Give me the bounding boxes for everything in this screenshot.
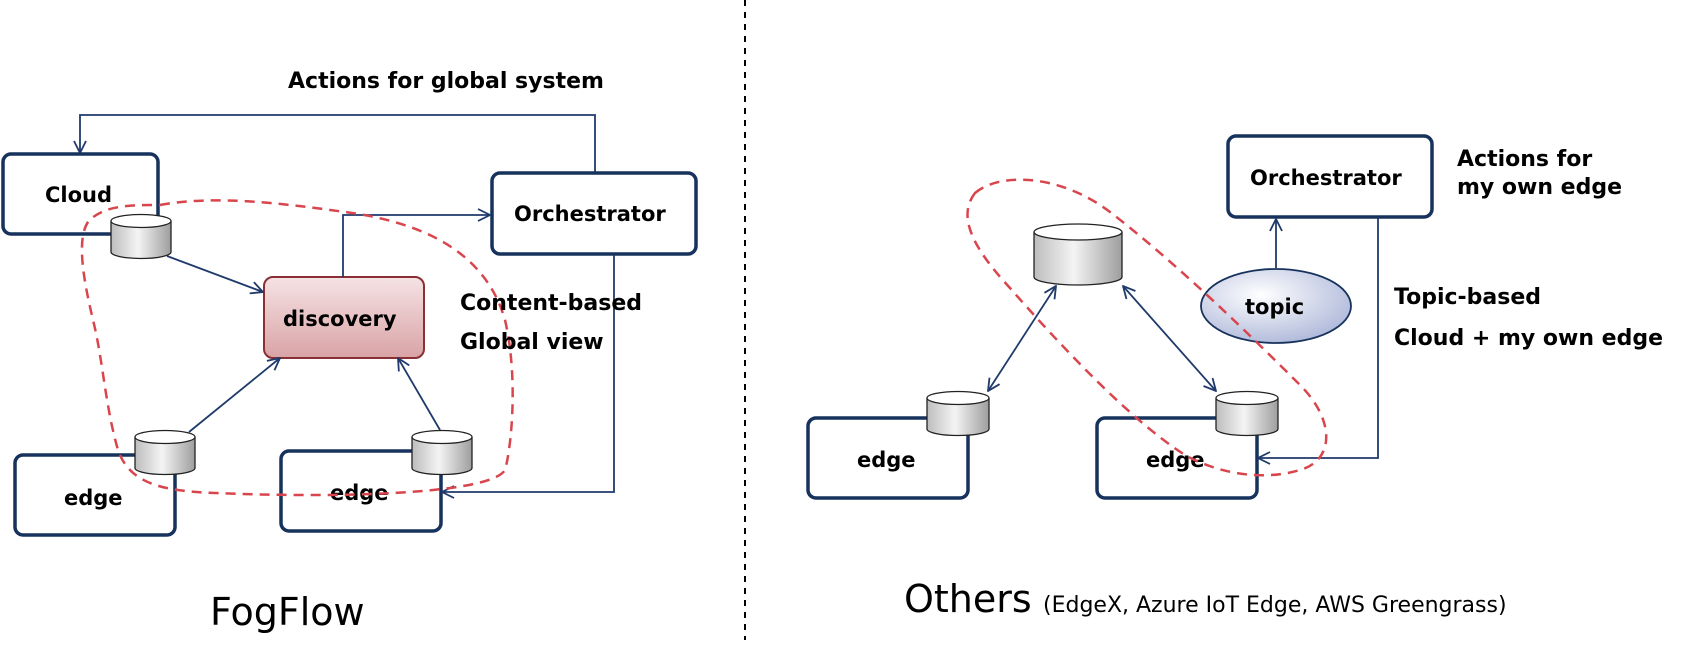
fogflow-caption: FogFlow bbox=[210, 590, 365, 634]
actions-own-edge-line1: Actions for bbox=[1457, 147, 1592, 172]
arrow-orchestrator-to-edge bbox=[442, 255, 615, 492]
arrow-cloud-db-edge-right bbox=[1123, 286, 1216, 391]
database-icon bbox=[1215, 390, 1279, 437]
cloud-node: Cloud bbox=[1, 152, 160, 236]
orchestrator-label: Orchestrator bbox=[514, 202, 666, 226]
discovery-node: discovery bbox=[263, 276, 425, 359]
orchestrator-node-others: Orchestrator bbox=[1226, 134, 1434, 219]
arrow-edge-left-db-to-discovery bbox=[188, 358, 280, 433]
arrow-edge-right-db-to-discovery bbox=[398, 358, 441, 431]
edge-others-left-label: edge bbox=[857, 448, 916, 472]
arrow-discovery-to-orchestrator bbox=[342, 215, 490, 277]
cloud-own-edge-label: Cloud + my own edge bbox=[1394, 326, 1663, 351]
arrow-orchestrator-to-cloud bbox=[80, 114, 596, 172]
others-caption-detail: (EdgeX, Azure IoT Edge, AWS Greengrass) bbox=[1043, 593, 1507, 618]
global-view-label: Global view bbox=[460, 330, 604, 355]
edge-node-others-left: edge bbox=[806, 416, 970, 500]
database-icon bbox=[926, 390, 990, 437]
topic-based-label: Topic-based bbox=[1394, 285, 1541, 310]
database-icon bbox=[134, 429, 196, 476]
actions-own-edge-line2: my own edge bbox=[1457, 175, 1622, 200]
orchestrator-label-others: Orchestrator bbox=[1250, 166, 1402, 190]
content-scope-lasso bbox=[80, 199, 514, 497]
cloud-label: Cloud bbox=[45, 183, 112, 207]
others-panel: Orchestrator Actions for my own edge top… bbox=[806, 134, 1663, 621]
database-icon bbox=[1033, 223, 1123, 286]
topic-label: topic bbox=[1245, 295, 1304, 319]
global-actions-label: Actions for global system bbox=[288, 69, 604, 94]
database-icon bbox=[110, 213, 172, 260]
arrow-cloud-db-to-discovery bbox=[166, 255, 263, 292]
orchestrator-node: Orchestrator bbox=[490, 171, 698, 256]
arrow-cloud-db-edge-left bbox=[988, 286, 1056, 391]
database-icon bbox=[411, 429, 473, 476]
arrow-orchestrator-to-edge-others bbox=[1258, 218, 1379, 458]
fogflow-panel: Actions for global system Cloud Orchestr… bbox=[1, 69, 698, 634]
content-based-label: Content-based bbox=[460, 291, 642, 316]
topic-scope-lasso bbox=[966, 178, 1328, 477]
edge-left-label: edge bbox=[64, 486, 123, 510]
discovery-label: discovery bbox=[283, 307, 397, 331]
topic-node: topic bbox=[1200, 268, 1352, 344]
others-caption: Others bbox=[904, 577, 1032, 621]
